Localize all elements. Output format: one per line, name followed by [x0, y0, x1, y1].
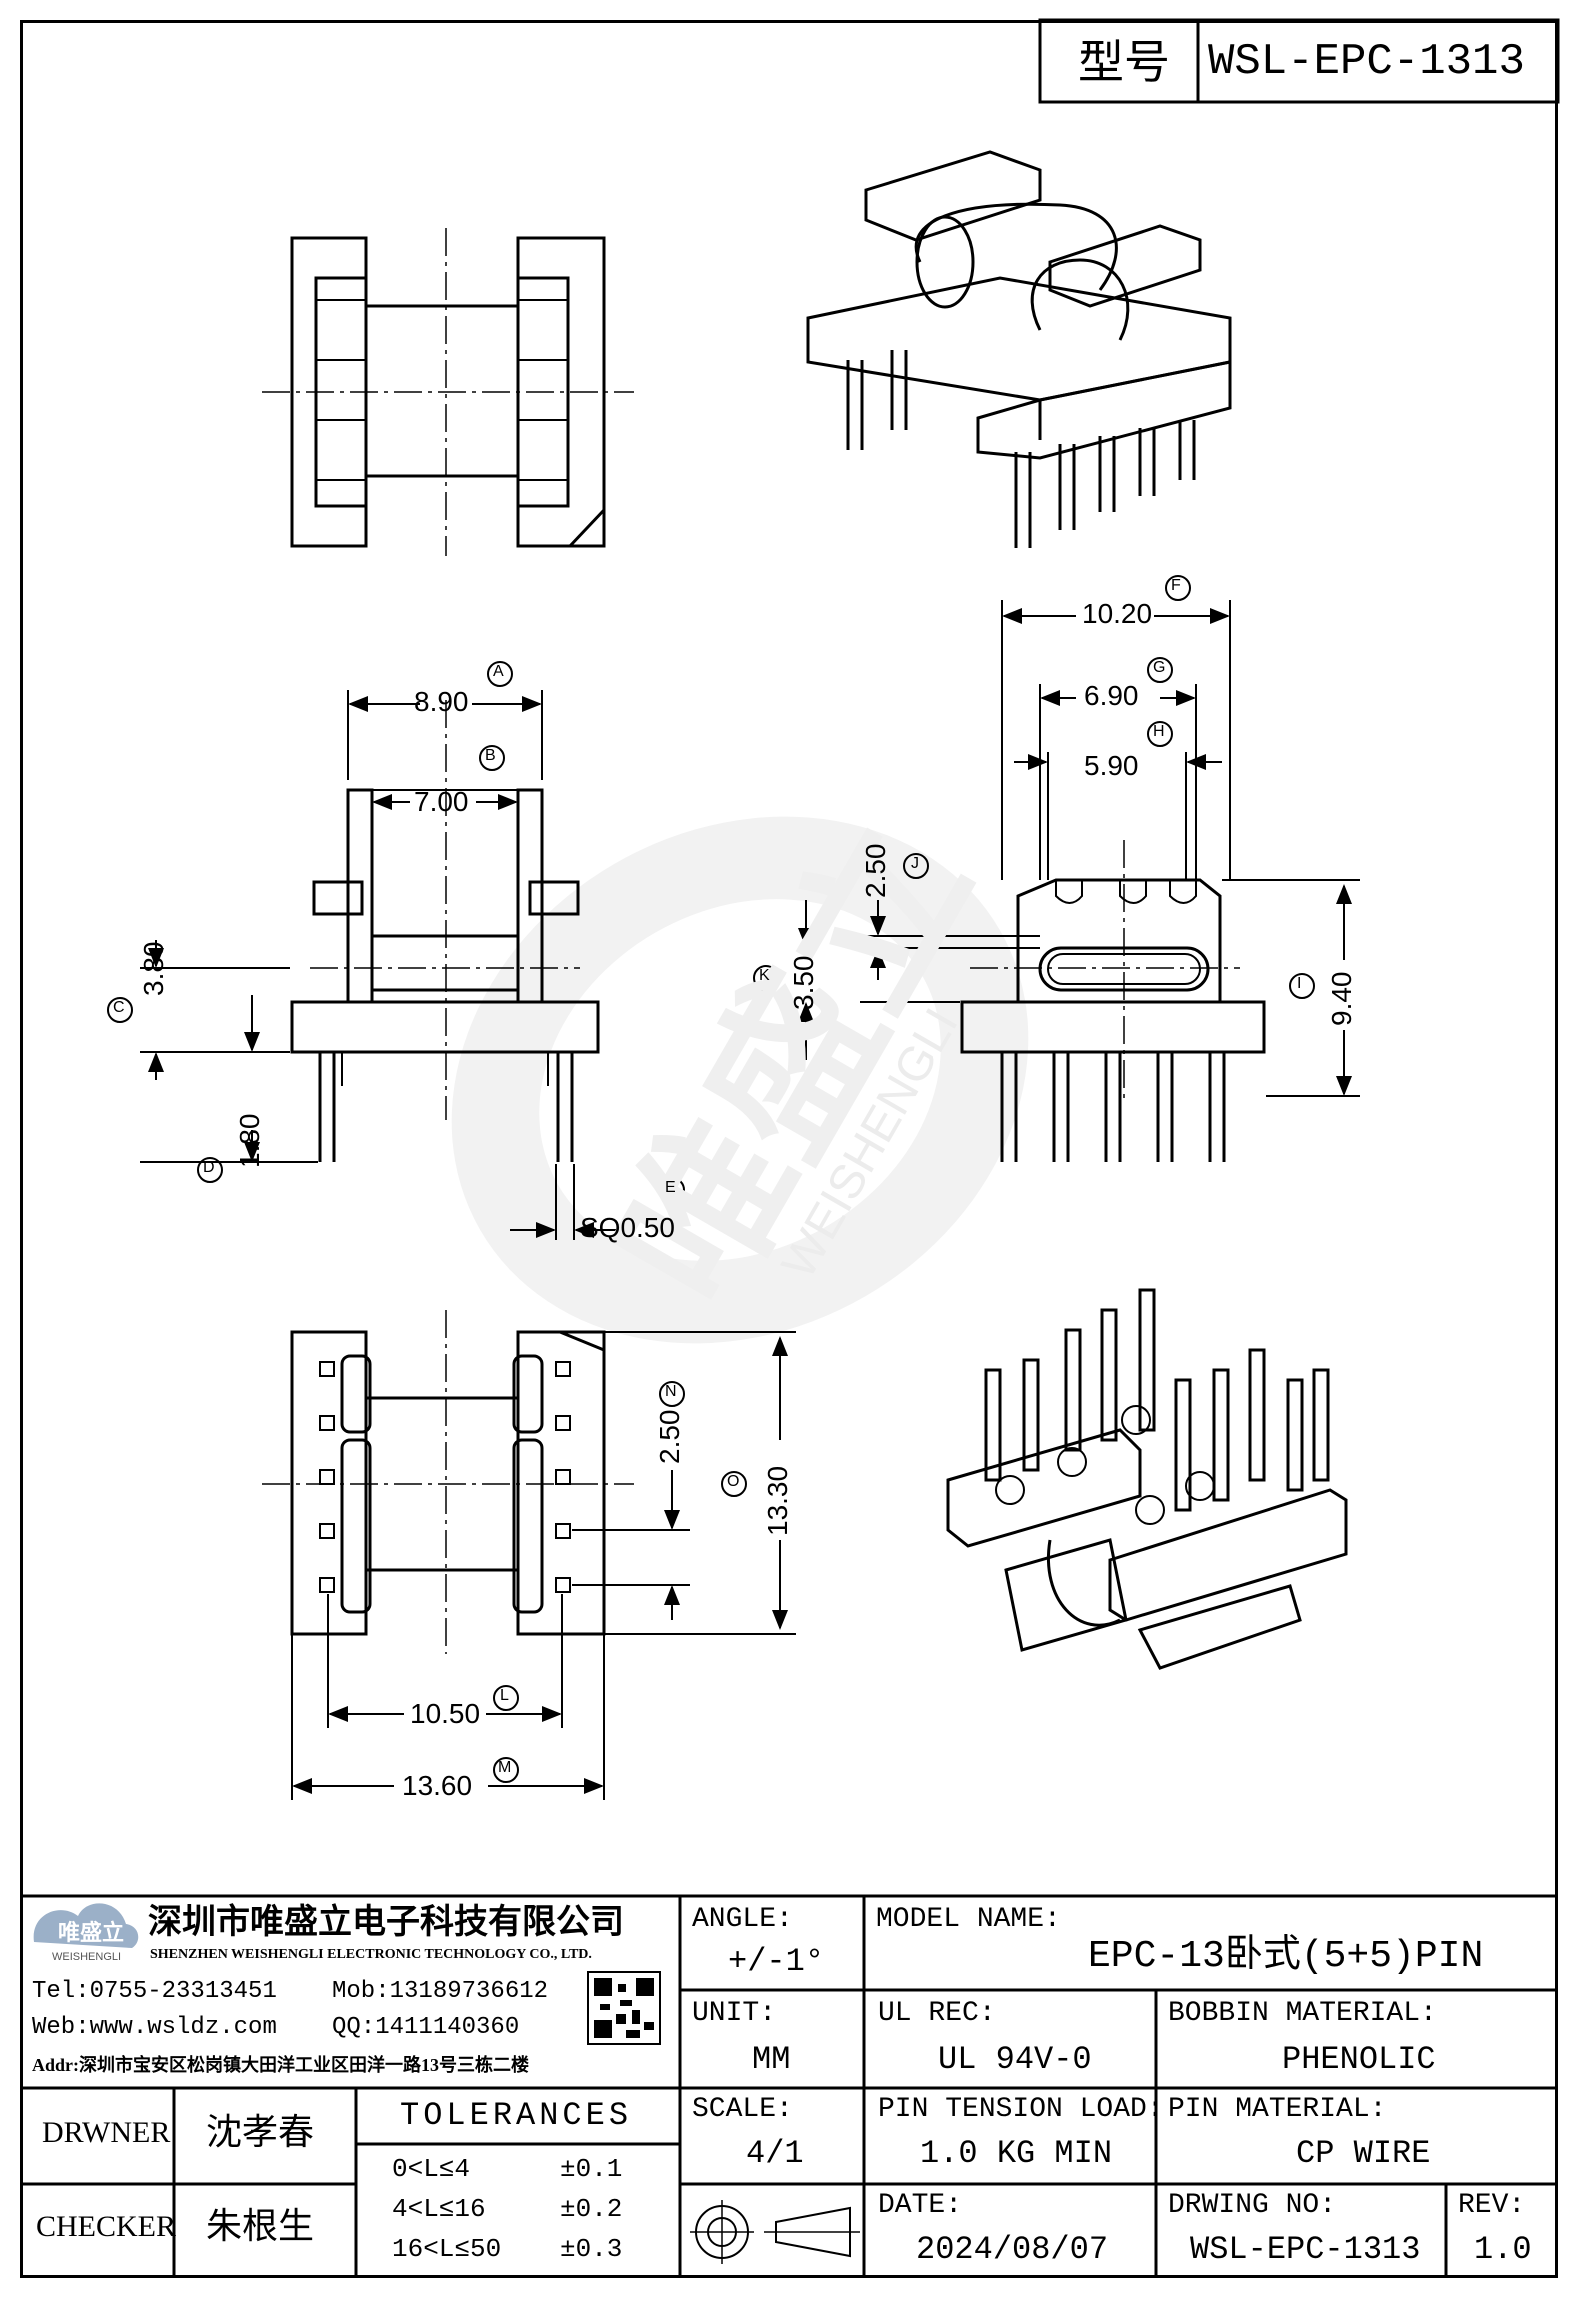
tolerances-title: TOLERANCES	[400, 2097, 633, 2134]
ul-rec-value: UL 94V-0	[938, 2041, 1092, 2078]
company-logo-icon	[33, 1903, 139, 1948]
dim-i-value: 9.40	[1326, 971, 1357, 1027]
checker-name: 朱根生	[206, 2206, 315, 2246]
angle-value: +/-1°	[728, 1943, 825, 1980]
top-view	[262, 228, 634, 556]
qr-code	[587, 1971, 661, 2045]
iso-view-top	[806, 150, 1232, 548]
title-block-grid	[20, 18, 1560, 2278]
ul-rec-label: UL REC:	[878, 1998, 996, 2029]
projection-symbol-icon	[690, 2200, 860, 2264]
scale-label: SCALE:	[692, 2094, 793, 2125]
company-address: Addr:深圳市宝安区松岗镇大田洋工业区田洋一路13号三栋二楼	[32, 2055, 530, 2075]
side-view	[753, 575, 1360, 1162]
scale-value: 4/1	[746, 2135, 804, 2172]
dim-a-ref: A	[493, 663, 504, 680]
drawing-no-value: WSL-EPC-1313	[1190, 2231, 1421, 2268]
dim-k-value: 3.50	[788, 955, 819, 1011]
drawer-label: DRWNER	[42, 2116, 171, 2149]
dim-d-value: 1.80	[234, 1113, 265, 1169]
model-name-label: MODEL NAME:	[876, 1904, 1061, 1935]
dim-n-value: 2.50	[654, 1409, 685, 1465]
dim-e-ref: E	[665, 1179, 676, 1196]
dim-h-ref: H	[1153, 723, 1165, 740]
pin-material-label: PIN MATERIAL:	[1168, 2094, 1387, 2125]
date-label: DATE:	[878, 2190, 963, 2221]
dim-o-value: 13.30	[762, 1465, 793, 1536]
tolerance-range-2: 4<L≤16	[392, 2194, 486, 2224]
dim-m-ref: M	[498, 1759, 512, 1776]
front-view	[107, 661, 685, 1240]
pin-tension-value: 1.0 KG MIN	[920, 2135, 1113, 2172]
tolerance-value-2: ±0.2	[560, 2194, 623, 2224]
dim-n-ref: N	[665, 1383, 677, 1400]
company-name-en: SHENZHEN WEISHENGLI ELECTRONIC TECHNOLOG…	[150, 1947, 592, 1962]
company-name-cn: 深圳市唯盛立电子科技有限公司	[148, 1904, 624, 1941]
pin-material-value: CP WIRE	[1296, 2135, 1431, 2172]
dim-f-ref: F	[1171, 577, 1181, 594]
dim-f-value: 10.20	[1082, 598, 1153, 629]
dim-b-value: 7.00	[414, 786, 469, 817]
date-value: 2024/08/07	[916, 2231, 1109, 2268]
tolerance-range-3: 16<L≤50	[392, 2234, 502, 2264]
dim-c-ref: C	[113, 999, 125, 1016]
header-model-code: WSL-EPC-1313	[1208, 37, 1525, 87]
drawing-no-label: DRWING NO:	[1168, 2190, 1337, 2221]
dim-o-ref: O	[727, 1473, 740, 1490]
dim-c-value: 3.80	[138, 941, 169, 997]
company-qq: QQ:1411140360	[332, 2014, 520, 2041]
dim-h-value: 5.90	[1084, 750, 1139, 781]
header-model-label: 型号	[1078, 37, 1170, 88]
dim-g-value: 6.90	[1084, 680, 1139, 711]
tolerance-value-3: ±0.3	[560, 2234, 623, 2264]
angle-label: ANGLE:	[692, 1904, 793, 1935]
company-logo-sub: WEISHENGLI	[52, 1951, 122, 1963]
iso-view-bottom	[946, 1288, 1348, 1670]
dim-a-value: 8.90	[414, 686, 469, 717]
company-mob: Mob:13189736612	[332, 1978, 549, 2005]
dim-j-value: 2.50	[860, 843, 891, 899]
company-web: Web:www.wsldz.com	[32, 2014, 277, 2041]
bobbin-material-value: PHENOLIC	[1282, 2041, 1436, 2078]
dim-b-ref: B	[485, 747, 496, 764]
tolerance-value-1: ±0.1	[560, 2154, 623, 2184]
model-name-value: EPC-13卧式(5+5)PIN	[1088, 1935, 1484, 1978]
tolerance-range-1: 0<L≤4	[392, 2154, 471, 2184]
dim-d-ref: D	[203, 1159, 215, 1176]
dim-i-ref: I	[1297, 975, 1302, 992]
checker-label: CHECKER	[36, 2210, 177, 2243]
bobbin-material-label: BOBBIN MATERIAL:	[1168, 1998, 1437, 2029]
unit-value: MM	[752, 2041, 791, 2078]
dim-e-value: SQ0.50	[580, 1212, 675, 1243]
dim-j-ref: J	[911, 855, 919, 872]
rev-label: REV:	[1458, 2190, 1526, 2221]
dim-m-value: 13.60	[402, 1770, 473, 1801]
page-frame	[20, 20, 1558, 2278]
pin-tension-label: PIN TENSION LOAD:	[878, 2094, 1164, 2125]
company-logo-text: 唯盛立	[58, 1920, 125, 1945]
dim-g-ref: G	[1153, 659, 1166, 676]
bottom-view	[262, 1310, 796, 1800]
company-tel: Tel:0755-23313451	[32, 1978, 277, 2005]
drawer-name: 沈孝春	[206, 2112, 315, 2152]
dim-k-ref: K	[759, 967, 770, 984]
dim-l-value: 10.50	[410, 1698, 481, 1729]
unit-label: UNIT:	[692, 1998, 777, 2029]
rev-value: 1.0	[1474, 2231, 1532, 2268]
dim-l-ref: L	[500, 1687, 509, 1704]
